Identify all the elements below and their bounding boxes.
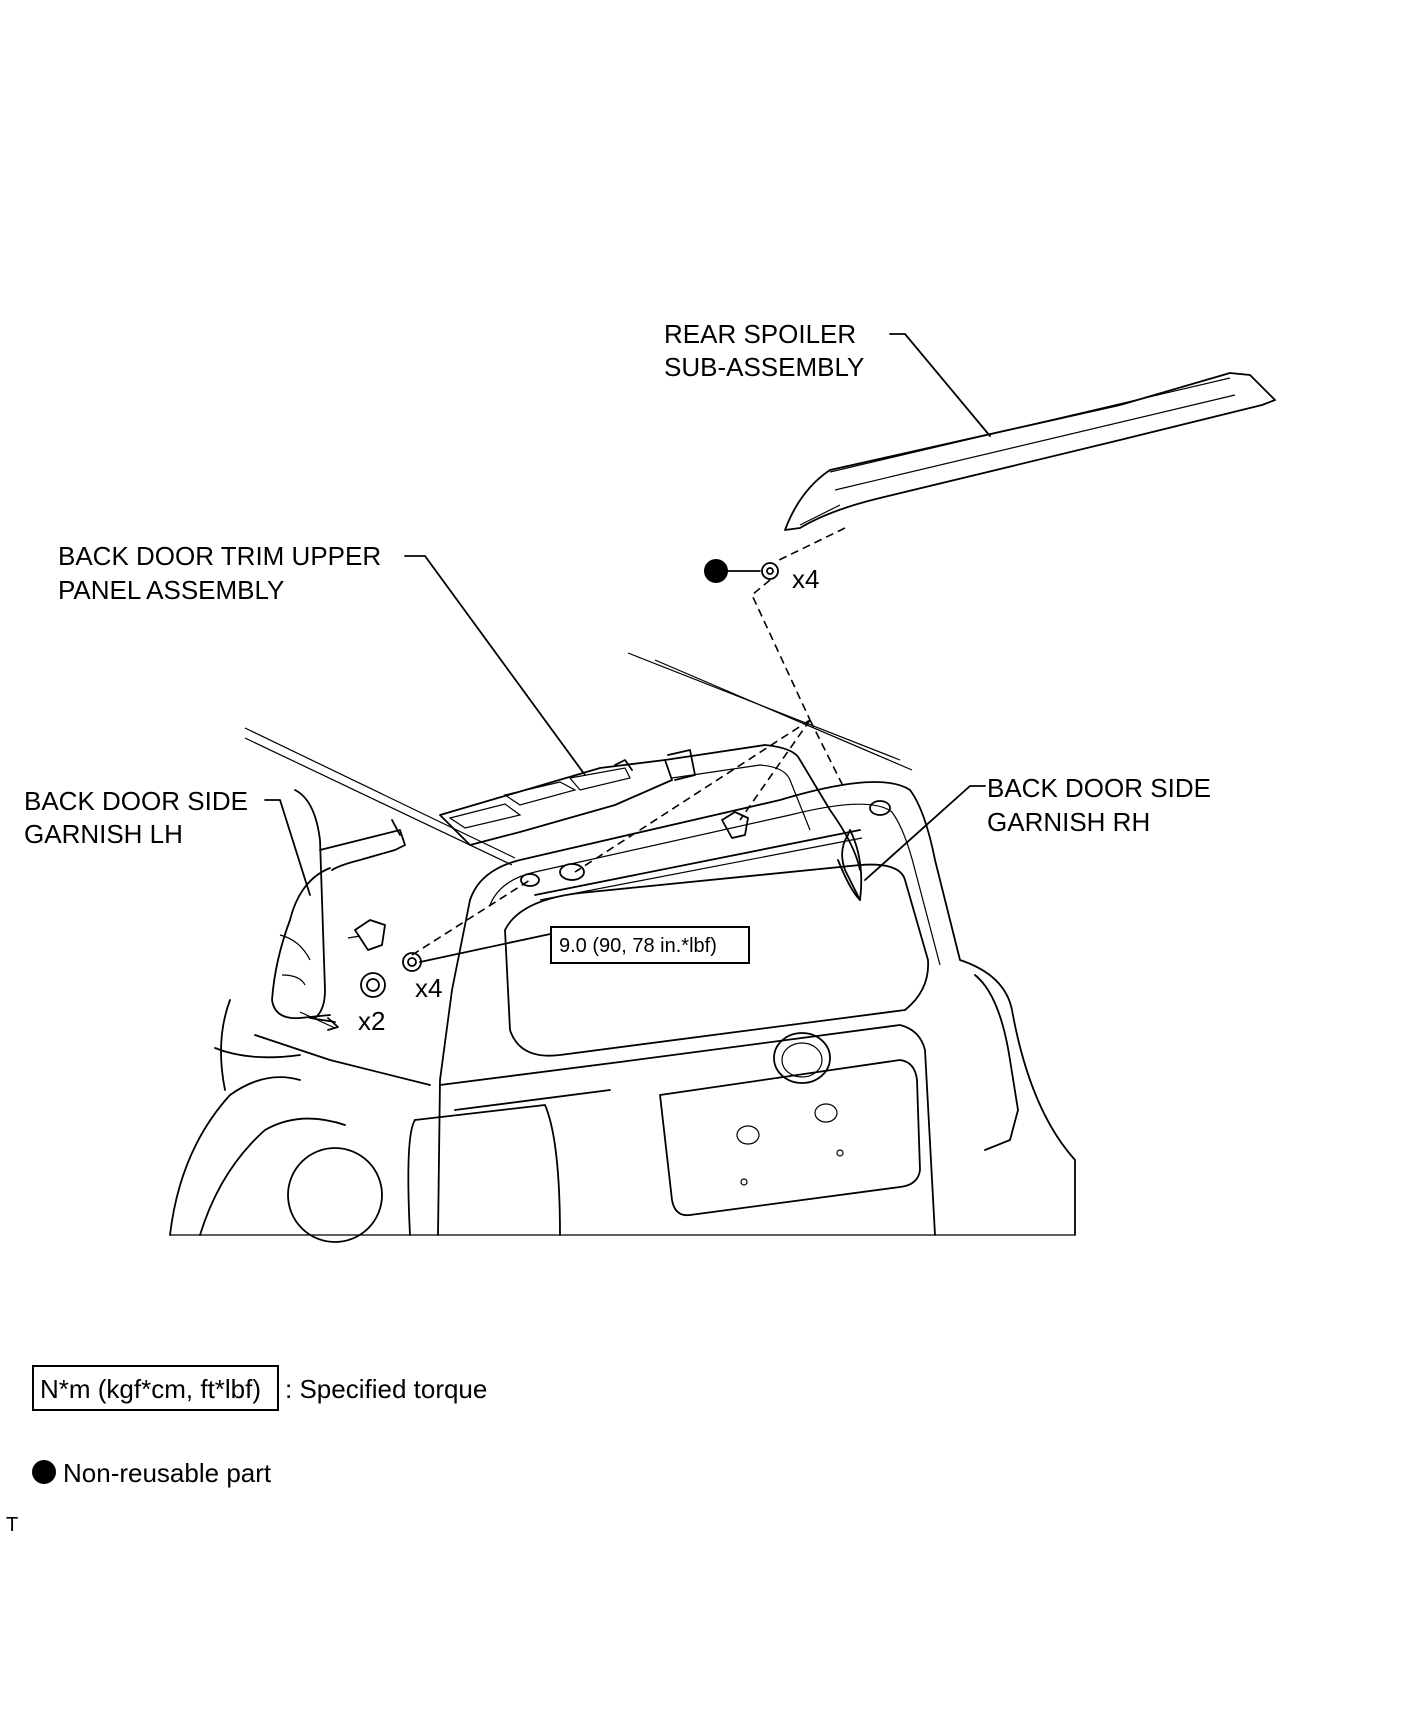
rear-spoiler-part [784, 372, 1276, 531]
qty-garnish-clips: x2 [358, 1006, 385, 1036]
spoiler-nut [704, 559, 779, 583]
side-garnish-rh-part [721, 811, 863, 901]
qty-spoiler-nuts: x4 [792, 564, 819, 594]
garnish-rh-label-line2: GARNISH RH [987, 807, 1150, 837]
legend: N*m (kgf*cm, ft*lbf) : Specified torque … [32, 1365, 487, 1488]
garnish-lh-label-line1: BACK DOOR SIDE [24, 786, 248, 816]
leader-lines [264, 333, 991, 963]
trim-upper-panel-part [439, 744, 891, 901]
corner-mark: T [6, 1514, 18, 1536]
legend-torque-unit: N*m (kgf*cm, ft*lbf) [40, 1374, 261, 1404]
panel-bolt [402, 952, 422, 972]
callout-side-garnish-rh: BACK DOOR SIDE GARNISH RH [987, 773, 1211, 837]
garnish-lh-label-line2: GARNISH LH [24, 819, 183, 849]
torque-spec-value: 9.0 (90, 78 in.*lbf) [559, 935, 717, 957]
callout-side-garnish-lh: BACK DOOR SIDE GARNISH LH [24, 786, 248, 849]
torque-spec-callout: 9.0 (90, 78 in.*lbf) [550, 926, 750, 964]
rear-spoiler-label-line2: SUB-ASSEMBLY [664, 352, 864, 382]
rear-spoiler-label-line1: REAR SPOILER [664, 319, 856, 349]
side-garnish-lh-part [271, 789, 406, 1031]
legend-nonreusable-desc: Non-reusable part [63, 1458, 272, 1488]
garnish-rh-label-line1: BACK DOOR SIDE [987, 773, 1211, 803]
callout-rear-spoiler: REAR SPOILER SUB-ASSEMBLY [664, 319, 864, 382]
callout-trim-upper-panel: BACK DOOR TRIM UPPER PANEL ASSEMBLY [58, 541, 381, 605]
garnish-clip [360, 972, 386, 998]
trim-panel-label-line1: BACK DOOR TRIM UPPER [58, 541, 381, 571]
installation-guide-lines [411, 527, 846, 956]
qty-panel-bolts: x4 [415, 973, 442, 1003]
non-reusable-marker-icon [32, 1460, 56, 1484]
trim-panel-label-line2: PANEL ASSEMBLY [58, 575, 284, 605]
legend-torque-desc: : Specified torque [285, 1374, 487, 1404]
